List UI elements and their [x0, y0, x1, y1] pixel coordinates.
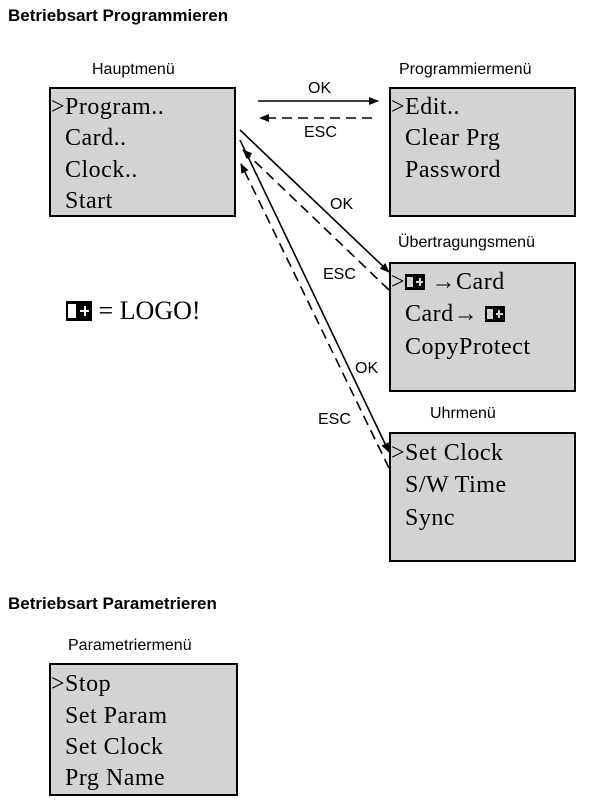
esc-label-program: ESC	[304, 124, 337, 141]
esc-label-transfer: ESC	[323, 266, 356, 283]
ok-arrow-to-clock-menu	[239, 139, 390, 453]
clock-menu-display: >Set Clock S/W Time Sync	[389, 432, 576, 562]
parameter-mode-heading: Betriebsart Parametrieren	[8, 594, 217, 613]
main-menu-item-label: Start	[65, 188, 113, 214]
main-menu-item-label: Clock..	[65, 157, 138, 183]
main-menu-item-start[interactable]: Start	[51, 189, 113, 213]
ok-arrow-to-transfer-menu	[239, 129, 390, 273]
ok-label-transfer: OK	[330, 196, 354, 213]
cursor-marker: >	[391, 269, 406, 295]
logo-device-icon	[66, 301, 92, 321]
esc-arrow-from-clock-menu	[240, 163, 390, 469]
param-menu-display: >Stop Set Param Set Clock Prg Name	[49, 663, 238, 796]
transfer-menu-item-label: →Card	[431, 269, 505, 295]
transfer-menu-title: Übertragungsmenü	[398, 234, 535, 251]
logo-device-icon	[405, 274, 426, 290]
program-menu-item-password[interactable]: Password	[391, 158, 501, 182]
program-menu-display: >Edit.. Clear Prg Password	[389, 87, 576, 217]
param-menu-title: Parametriermenü	[68, 637, 192, 654]
program-menu-item-clear[interactable]: Clear Prg	[391, 126, 500, 150]
transfer-menu-item-label: CopyProtect	[405, 334, 531, 360]
cursor-marker: >	[51, 94, 66, 120]
programming-mode-heading: Betriebsart Programmieren	[8, 6, 229, 25]
logo-legend-text: = LOGO!	[98, 296, 201, 325]
ok-label-clock: OK	[355, 360, 379, 377]
esc-label-clock: ESC	[318, 411, 351, 428]
param-menu-item-prg-name[interactable]: Prg Name	[51, 766, 165, 790]
transfer-menu-item-card-to-logo[interactable]: Card→	[391, 302, 505, 326]
param-menu-item-label: Set Clock	[65, 734, 164, 760]
main-menu-display: >Program.. Card.. Clock.. Start	[49, 87, 236, 217]
clock-menu-item-label: Set Clock	[405, 440, 504, 466]
cursor-marker: >	[391, 94, 406, 120]
transfer-menu-item-logo-to-card[interactable]: > →Card	[391, 270, 505, 294]
param-menu-item-stop[interactable]: >Stop	[51, 672, 111, 696]
clock-menu-item-label: S/W Time	[405, 472, 507, 498]
clock-menu-item-set-clock[interactable]: >Set Clock	[391, 441, 504, 465]
clock-menu-item-label: Sync	[405, 505, 455, 531]
param-menu-item-set-param[interactable]: Set Param	[51, 704, 167, 728]
clock-menu-item-sw-time[interactable]: S/W Time	[391, 473, 507, 497]
cursor-marker: >	[391, 440, 406, 466]
param-menu-item-label: Set Param	[65, 703, 168, 729]
main-menu-item-card[interactable]: Card..	[51, 126, 127, 150]
param-menu-item-label: Stop	[65, 671, 112, 697]
program-menu-item-label: Edit..	[405, 94, 461, 120]
cursor-marker: >	[51, 671, 66, 697]
program-menu-item-edit[interactable]: >Edit..	[391, 95, 460, 119]
transfer-menu-display: > →Card Card→ CopyProtect	[389, 262, 576, 392]
clock-menu-title: Uhrmenü	[430, 405, 496, 422]
main-menu-item-label: Program..	[65, 94, 165, 120]
ok-label-program: OK	[308, 80, 332, 97]
clock-menu-item-sync[interactable]: Sync	[391, 506, 455, 530]
program-menu-item-label: Clear Prg	[405, 125, 501, 151]
esc-arrow-from-transfer-menu	[242, 149, 390, 291]
logo-legend: = LOGO!	[66, 296, 201, 326]
transfer-menu-item-label: Card→	[405, 301, 479, 327]
main-menu-title: Hauptmenü	[92, 61, 175, 78]
transfer-menu-item-copyprotect[interactable]: CopyProtect	[391, 335, 531, 359]
main-menu-item-label: Card..	[65, 125, 127, 151]
main-menu-item-clock[interactable]: Clock..	[51, 158, 138, 182]
param-menu-item-set-clock[interactable]: Set Clock	[51, 735, 164, 759]
program-menu-title: Programmiermenü	[399, 61, 532, 78]
program-menu-item-label: Password	[405, 157, 502, 183]
logo-device-icon	[484, 306, 505, 322]
param-menu-item-label: Prg Name	[65, 765, 166, 791]
main-menu-item-program[interactable]: >Program..	[51, 95, 164, 119]
